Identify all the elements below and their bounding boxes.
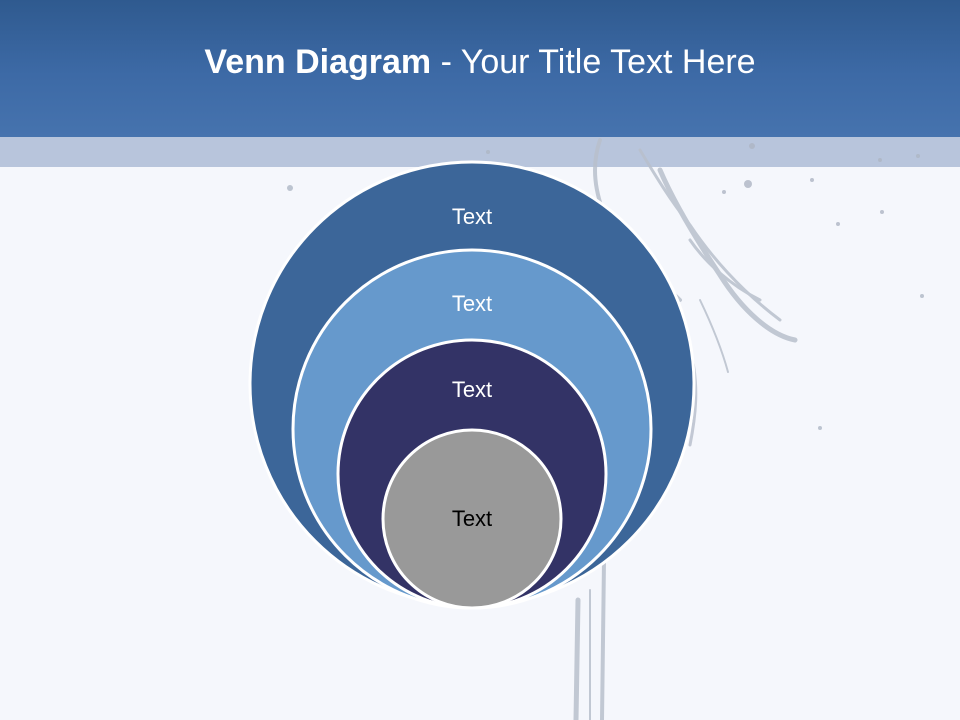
title-bar: Venn Diagram - Your Title Text Here: [0, 0, 960, 137]
title-rest-part: - Your Title Text Here: [431, 43, 756, 81]
inner-circle-label: Text: [452, 506, 492, 531]
third-ring-label: Text: [452, 377, 492, 402]
title-bold-part: Venn Diagram: [204, 43, 432, 81]
second-ring-label: Text: [452, 291, 492, 316]
outer-ring-label: Text: [452, 204, 492, 229]
inner-circle: [381, 428, 563, 610]
slide-title: Venn Diagram - Your Title Text Here: [0, 38, 960, 86]
